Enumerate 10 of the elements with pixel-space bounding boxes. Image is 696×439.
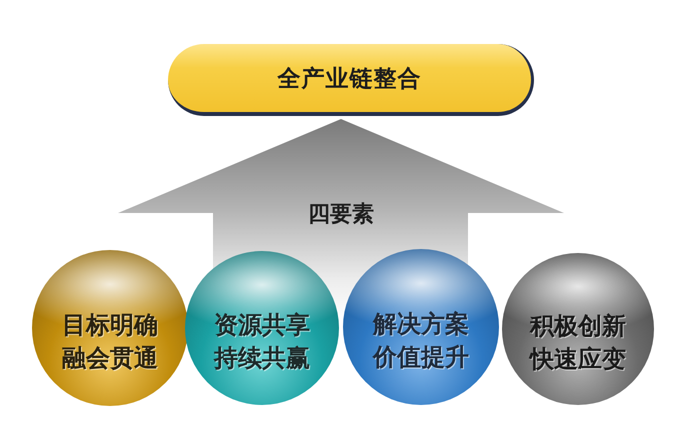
sphere-label: 价值提升 [373, 341, 469, 373]
sphere-label: 积极创新 [530, 310, 626, 342]
banner-label: 全产业链整合 [278, 64, 422, 94]
arrow-label: 四要素 [308, 200, 374, 229]
sphere-label: 解决方案 [373, 308, 469, 340]
sphere-label: 持续共赢 [214, 342, 310, 374]
sphere-label: 融会贯通 [62, 342, 158, 374]
sphere-label: 资源共享 [214, 309, 310, 341]
sphere-label: 目标明确 [62, 309, 158, 341]
sphere-label: 快速应变 [530, 343, 626, 375]
